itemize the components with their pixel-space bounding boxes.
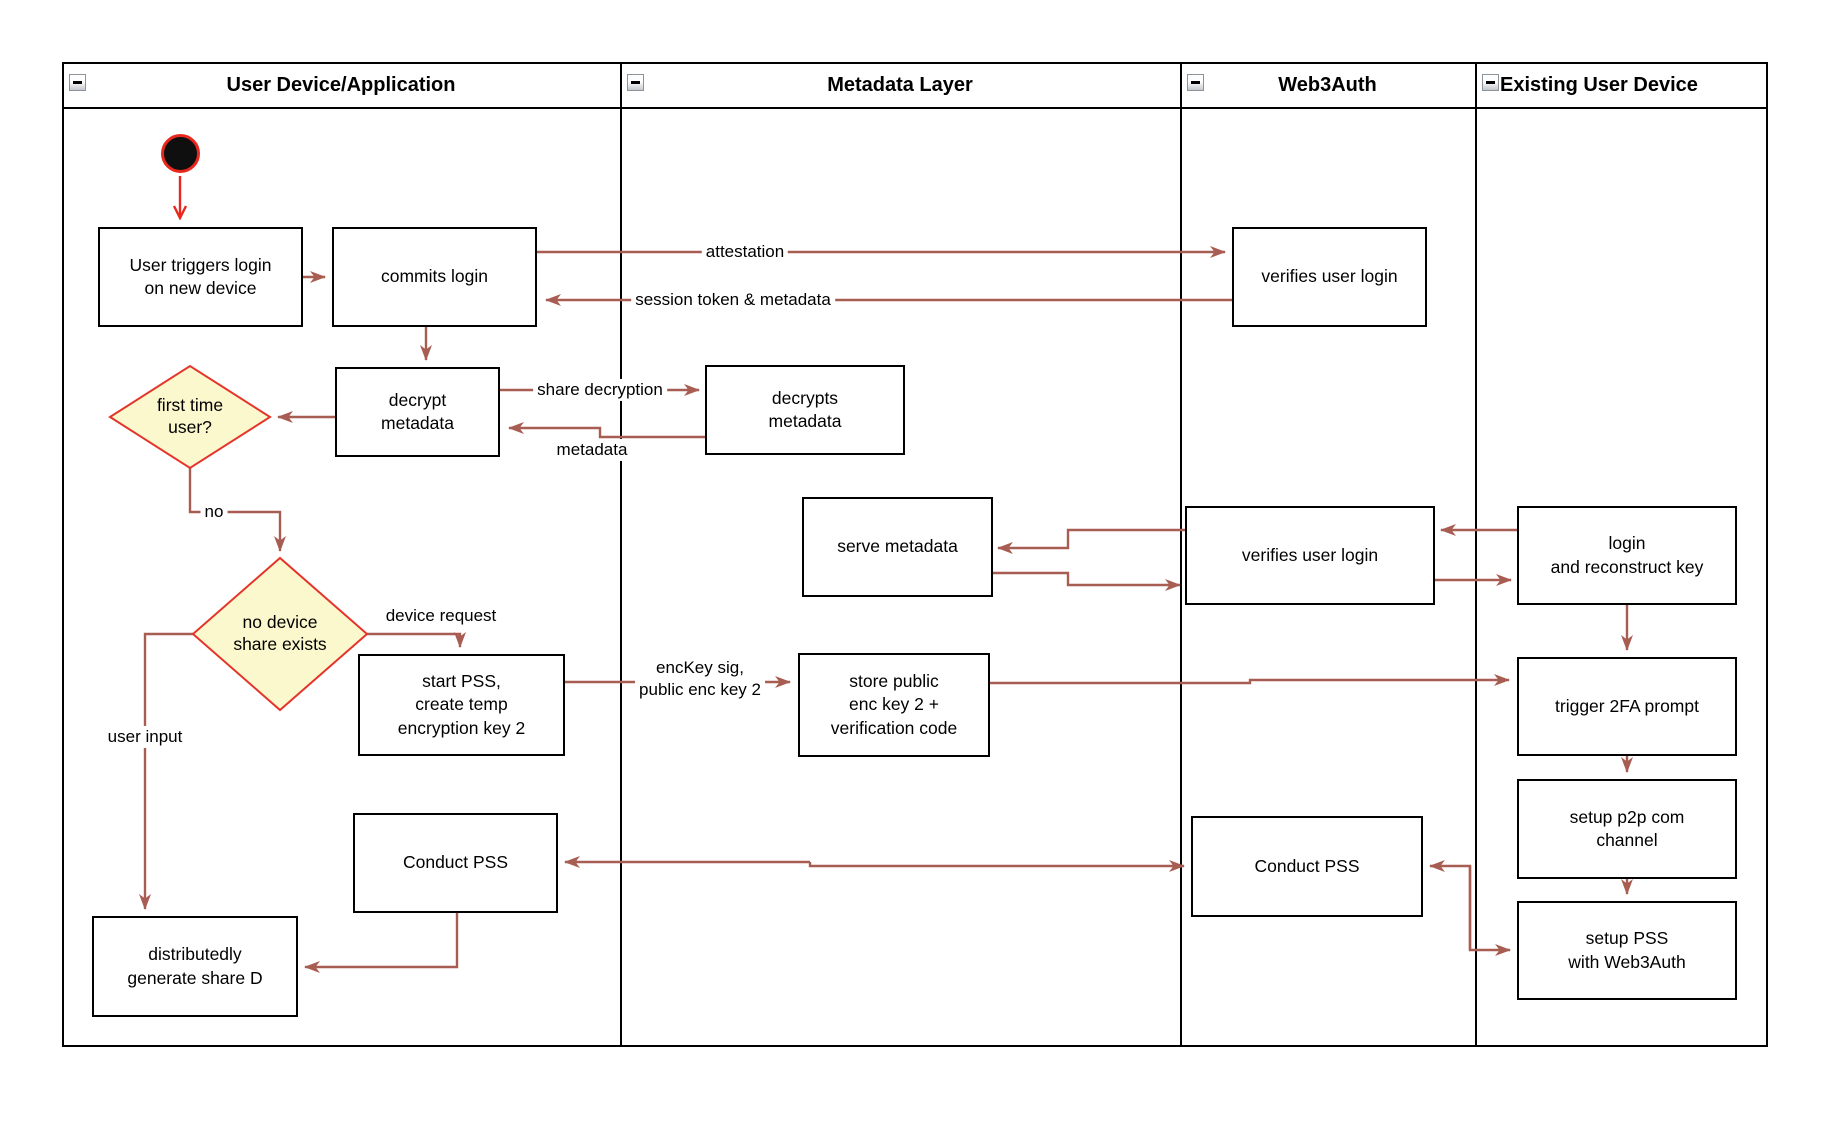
- edge-label-metadata: metadata: [552, 438, 632, 462]
- collapse-minus-icon[interactable]: [69, 74, 86, 91]
- node-setup-p2p[interactable]: setup p2p com channel: [1517, 779, 1737, 879]
- node-decrypt-metadata[interactable]: decrypt metadata: [335, 367, 500, 457]
- node-setup-pss[interactable]: setup PSS with Web3Auth: [1517, 901, 1737, 1000]
- lane-header-metadata: Metadata Layer: [827, 73, 973, 96]
- pool-frame: [62, 62, 1768, 1047]
- lane-divider-1: [620, 62, 622, 1047]
- node-login-reconstruct[interactable]: login and reconstruct key: [1517, 506, 1737, 605]
- edge-label-no: no: [200, 500, 228, 524]
- lane-divider-2: [1180, 62, 1182, 1047]
- start-node[interactable]: [161, 134, 200, 173]
- minus-bar: [1191, 81, 1200, 84]
- lane-divider-3: [1475, 62, 1477, 1047]
- node-start-pss[interactable]: start PSS, create temp encryption key 2: [358, 654, 565, 756]
- lane-header-existing-device: Existing User Device: [1500, 73, 1698, 96]
- node-store-public-key[interactable]: store public enc key 2 + verification co…: [798, 653, 990, 757]
- node-serve-metadata[interactable]: serve metadata: [802, 497, 993, 597]
- node-commits-login[interactable]: commits login: [332, 227, 537, 327]
- header-separator: [62, 107, 1768, 109]
- edge-label-session-token: session token & metadata: [631, 288, 835, 312]
- decision-label-no-device-share: no device share exists: [233, 612, 327, 654]
- node-conduct-pss-web3[interactable]: Conduct PSS: [1191, 816, 1423, 917]
- lane-header-user-device: User Device/Application: [226, 73, 456, 96]
- node-verifies-login-mid[interactable]: verifies user login: [1185, 506, 1435, 605]
- collapse-minus-icon[interactable]: [1482, 74, 1499, 91]
- edge-label-share-decryption: share decryption: [533, 378, 667, 402]
- edge-label-attestation: attestation: [701, 240, 789, 264]
- edge-label-user-input: user input: [103, 725, 187, 749]
- node-verifies-login-top[interactable]: verifies user login: [1232, 227, 1427, 327]
- decision-label-first-time: first time user?: [156, 395, 224, 437]
- minus-bar: [631, 81, 640, 84]
- edge-label-device-request: device request: [381, 604, 501, 628]
- minus-bar: [73, 81, 82, 84]
- lane-header-web3auth: Web3Auth: [1278, 73, 1377, 96]
- node-distributedly-generate[interactable]: distributedly generate share D: [92, 916, 298, 1017]
- node-decrypts-metadata[interactable]: decrypts metadata: [705, 365, 905, 455]
- edge-label-enckey: encKey sig, public enc key 2: [635, 656, 765, 702]
- collapse-minus-icon[interactable]: [627, 74, 644, 91]
- collapse-minus-icon[interactable]: [1187, 74, 1204, 91]
- node-user-triggers-login[interactable]: User triggers login on new device: [98, 227, 303, 327]
- minus-bar: [1486, 81, 1495, 84]
- node-conduct-pss-user[interactable]: Conduct PSS: [353, 813, 558, 913]
- node-trigger-2fa[interactable]: trigger 2FA prompt: [1517, 657, 1737, 756]
